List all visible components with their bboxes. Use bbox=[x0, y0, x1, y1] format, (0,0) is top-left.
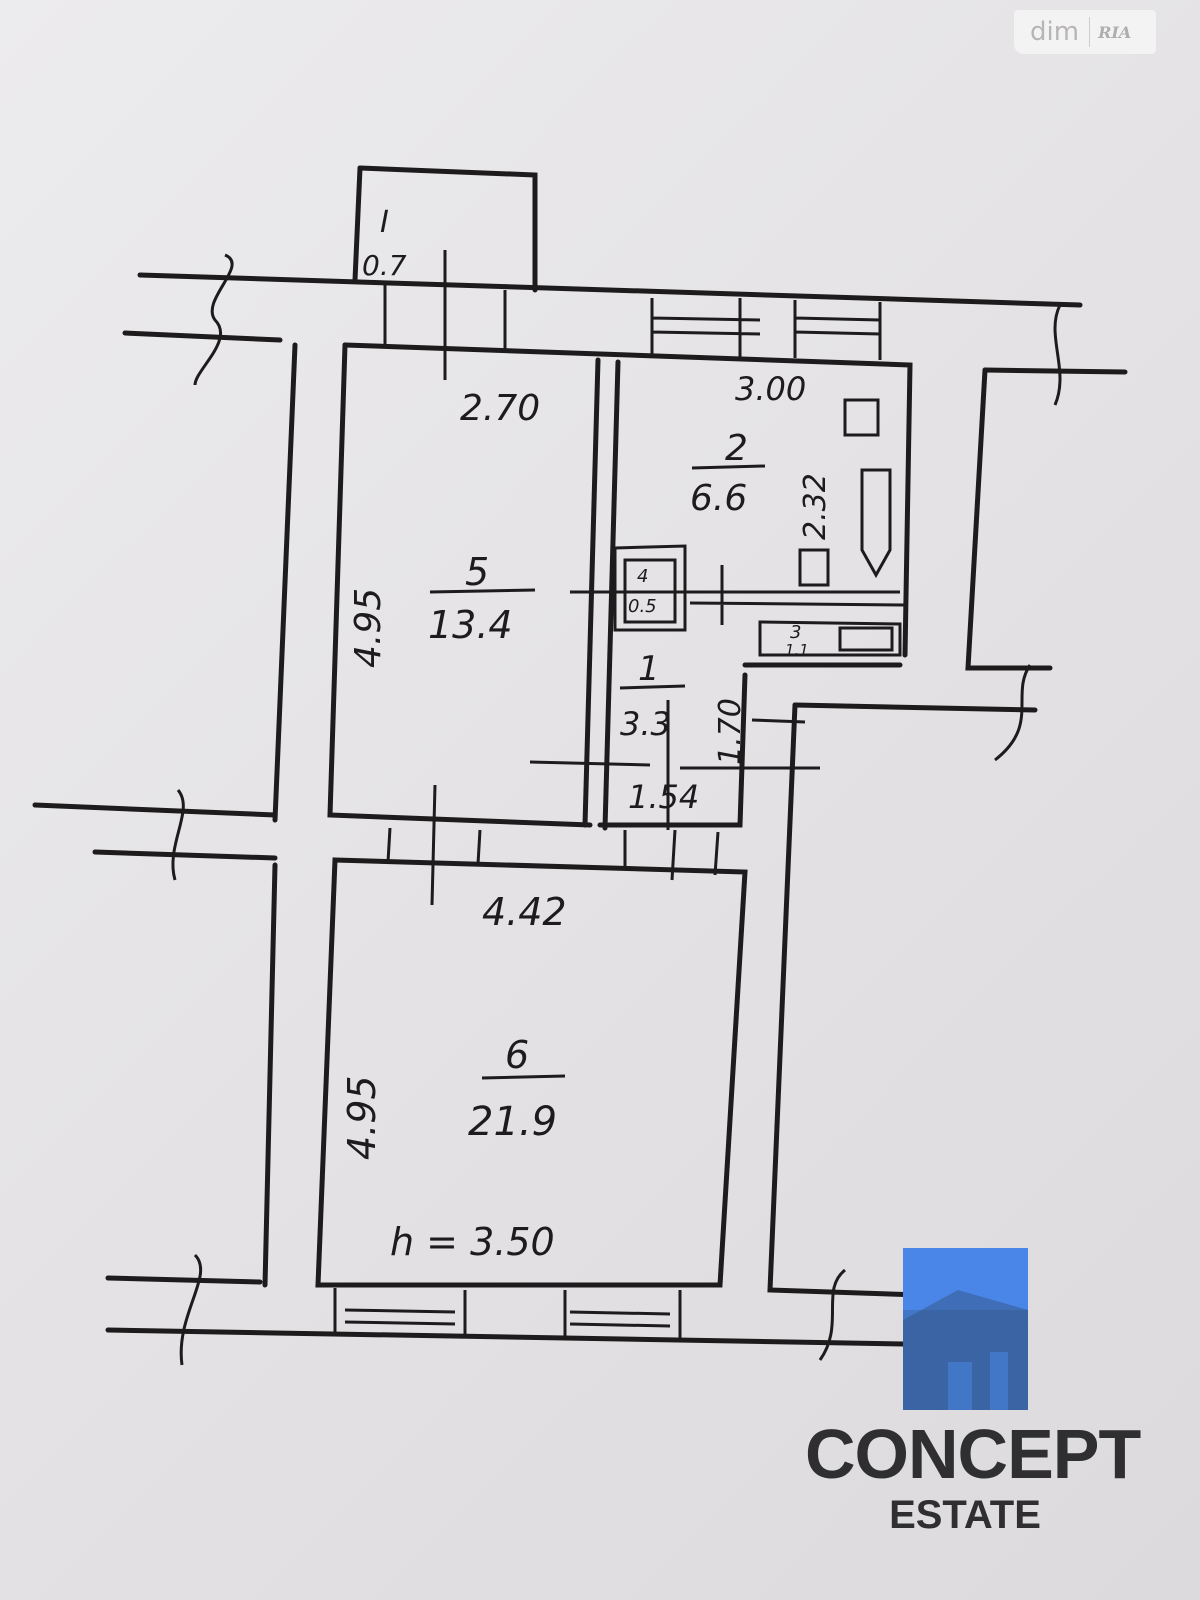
room-I-area: 0.7 bbox=[362, 249, 407, 282]
room-3-number: 3 bbox=[790, 622, 801, 643]
room-labels: I 0.7 5 13.4 2 6.6 4 0.5 3 1.1 1 3.3 6 2… bbox=[362, 205, 809, 1145]
room-4-area: 0.5 bbox=[628, 596, 657, 617]
dim-room6-length: 4.95 bbox=[340, 1075, 384, 1160]
room-5-area: 13.4 bbox=[428, 603, 513, 647]
room-4-number: 4 bbox=[637, 566, 648, 587]
logo-estate: ESTATE bbox=[889, 1493, 1041, 1537]
concept-estate-logo: CONCEPT ESTATE bbox=[805, 1415, 1141, 1540]
room-2-number: 2 bbox=[725, 428, 748, 469]
room-3-area: 1.1 bbox=[785, 641, 809, 659]
watermark-ria: RIA bbox=[1098, 22, 1132, 42]
room-5-number: 5 bbox=[465, 550, 489, 594]
dim-room5-width: 2.70 bbox=[460, 388, 540, 429]
walls bbox=[32, 165, 1128, 1366]
dim-room1-width: 1.54 bbox=[628, 778, 699, 816]
dimria-watermark: dim RIA bbox=[1014, 10, 1156, 54]
room-6-area: 21.9 bbox=[468, 1099, 557, 1145]
dim-room5-length: 4.95 bbox=[348, 588, 389, 668]
dimension-labels: 2.70 4.95 3.00 2.32 1.70 1.54 4.42 4.95 … bbox=[340, 370, 833, 1264]
watermark-dim: dim bbox=[1014, 17, 1091, 47]
ceiling-height: h = 3.50 bbox=[390, 1220, 555, 1264]
dim-room1-length: 1.70 bbox=[713, 698, 748, 765]
dim-room6-width: 4.42 bbox=[482, 890, 567, 934]
room-1-area: 3.3 bbox=[620, 705, 671, 743]
concept-estate-logo-icon bbox=[903, 1248, 1028, 1410]
room-1-number: 1 bbox=[638, 649, 660, 689]
room-2-area: 6.6 bbox=[690, 478, 747, 519]
room-6-number: 6 bbox=[505, 1033, 529, 1077]
room-I-number: I bbox=[380, 205, 389, 240]
dim-room2-width: 3.00 bbox=[735, 370, 806, 408]
dim-room2-length: 2.32 bbox=[798, 473, 833, 540]
logo-concept: CONCEPT bbox=[805, 1415, 1141, 1493]
